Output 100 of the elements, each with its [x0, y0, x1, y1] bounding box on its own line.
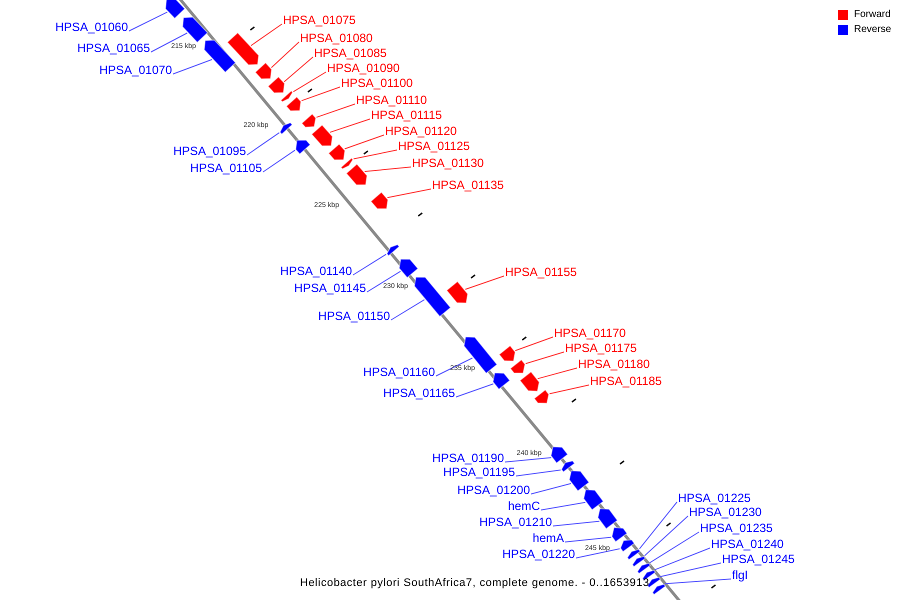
leader-line [316, 104, 356, 118]
leader-line [386, 188, 432, 198]
gene-label: HPSA_01180 [578, 357, 650, 371]
gene-label: HPSA_01210 [479, 515, 552, 529]
gene-label: HPSA_01145 [294, 281, 366, 295]
leader-line [270, 42, 300, 68]
leader-line [644, 516, 688, 556]
gene-block [647, 576, 662, 588]
gene-label: HPSA_01060 [55, 20, 128, 34]
gene-block [636, 562, 651, 574]
leader-line [659, 562, 722, 578]
leader-line [464, 276, 504, 290]
leader-line [150, 32, 188, 52]
leader-line [246, 132, 280, 156]
gene-label: HPSA_01170 [554, 326, 626, 340]
gene-label: HPSA_01065 [77, 41, 150, 55]
leader-line [390, 299, 425, 320]
leader-line [504, 457, 552, 462]
gene-label: HPSA_01220 [502, 547, 575, 561]
gene-label: HPSA_01165 [383, 386, 455, 400]
leader-line [330, 118, 370, 133]
gene-label: HPSA_01150 [318, 309, 390, 323]
leader-line [366, 270, 401, 292]
gene-block [267, 76, 286, 94]
leader-line [530, 483, 572, 494]
leader-line [540, 502, 586, 510]
gene-label: hemA [532, 531, 564, 545]
gene-label: HPSA_01190 [432, 451, 504, 465]
gene-block [164, 0, 186, 20]
gene-block [632, 556, 646, 568]
leader-line [250, 24, 282, 46]
gene-block [328, 143, 346, 160]
gene-block [534, 389, 550, 404]
gene-label: HPSA_01095 [173, 144, 246, 158]
leader-line [301, 86, 340, 102]
leader-line [353, 150, 398, 160]
gene-block [463, 336, 498, 374]
gene-label: HPSA_01100 [341, 76, 413, 90]
leader-line [128, 12, 168, 32]
gene-label: HPSA_01230 [689, 505, 762, 519]
gene-block [583, 489, 604, 510]
leader-line [639, 502, 678, 550]
gene-label: HPSA_01090 [327, 61, 400, 75]
gene-label: HPSA_01080 [300, 31, 373, 45]
leader-line [552, 520, 600, 526]
gene-block [182, 16, 208, 44]
gene-label: HPSA_01110 [356, 93, 427, 107]
gene-block [398, 258, 419, 278]
gene-label: HPSA_01225 [678, 491, 751, 505]
gene-block [652, 584, 666, 596]
leader-line [172, 59, 212, 74]
genome-caption: Helicobacter pylori SouthAfrica7, complete genome. - 0..1653913 [300, 577, 650, 590]
leader-line [436, 358, 473, 376]
gene-block [446, 280, 468, 304]
gene-block [597, 508, 618, 530]
gene-label: HPSA_01120 [385, 124, 457, 138]
leader-line [516, 470, 562, 476]
gene-label: HPSA_01155 [505, 265, 577, 279]
leader-line [364, 166, 412, 172]
gene-label: HPSA_01085 [314, 46, 387, 60]
gene-block [611, 526, 628, 542]
gene-block [550, 446, 568, 464]
legend-label: Forward [854, 9, 891, 21]
leader-line [654, 548, 710, 570]
leader-line [284, 56, 314, 82]
leader-line [525, 352, 564, 364]
gene-block [301, 113, 316, 128]
gene-block [280, 90, 294, 102]
leader-line [564, 536, 612, 542]
leader-line [292, 72, 326, 92]
gene-block [568, 470, 590, 492]
gene-block [492, 372, 510, 390]
gene-label: HPSA_01070 [99, 63, 172, 77]
gene-label: HPSA_01140 [280, 264, 352, 278]
gene-label: HPSA_01200 [457, 483, 530, 497]
gene-label: HPSA_01130 [412, 156, 484, 170]
gene-label: HPSA_01135 [432, 178, 504, 192]
gene-block [204, 40, 236, 73]
gene-block [626, 548, 641, 560]
gene-block [386, 244, 400, 256]
leader-line [344, 134, 384, 150]
gene-label: HPSA_01240 [711, 537, 784, 551]
gene-block [340, 157, 354, 170]
gene-label: HPSA_01125 [398, 139, 470, 153]
gene-block [295, 140, 311, 155]
gene-label: HPSA_01075 [283, 13, 356, 27]
gene-label: HPSA_01185 [590, 374, 662, 388]
gene-block [311, 124, 333, 146]
gene-block [279, 122, 293, 135]
gene-block [560, 460, 576, 473]
gene-label: hemC [508, 499, 540, 513]
gene-block [519, 371, 540, 392]
leader-line [549, 384, 590, 394]
gene-label: HPSA_01235 [700, 521, 773, 535]
gene-block [286, 96, 302, 112]
gene-block [620, 539, 635, 552]
legend-label: Reverse [854, 24, 892, 36]
leader-line [352, 254, 387, 276]
gene-block [370, 192, 388, 210]
gene-block [510, 359, 526, 374]
